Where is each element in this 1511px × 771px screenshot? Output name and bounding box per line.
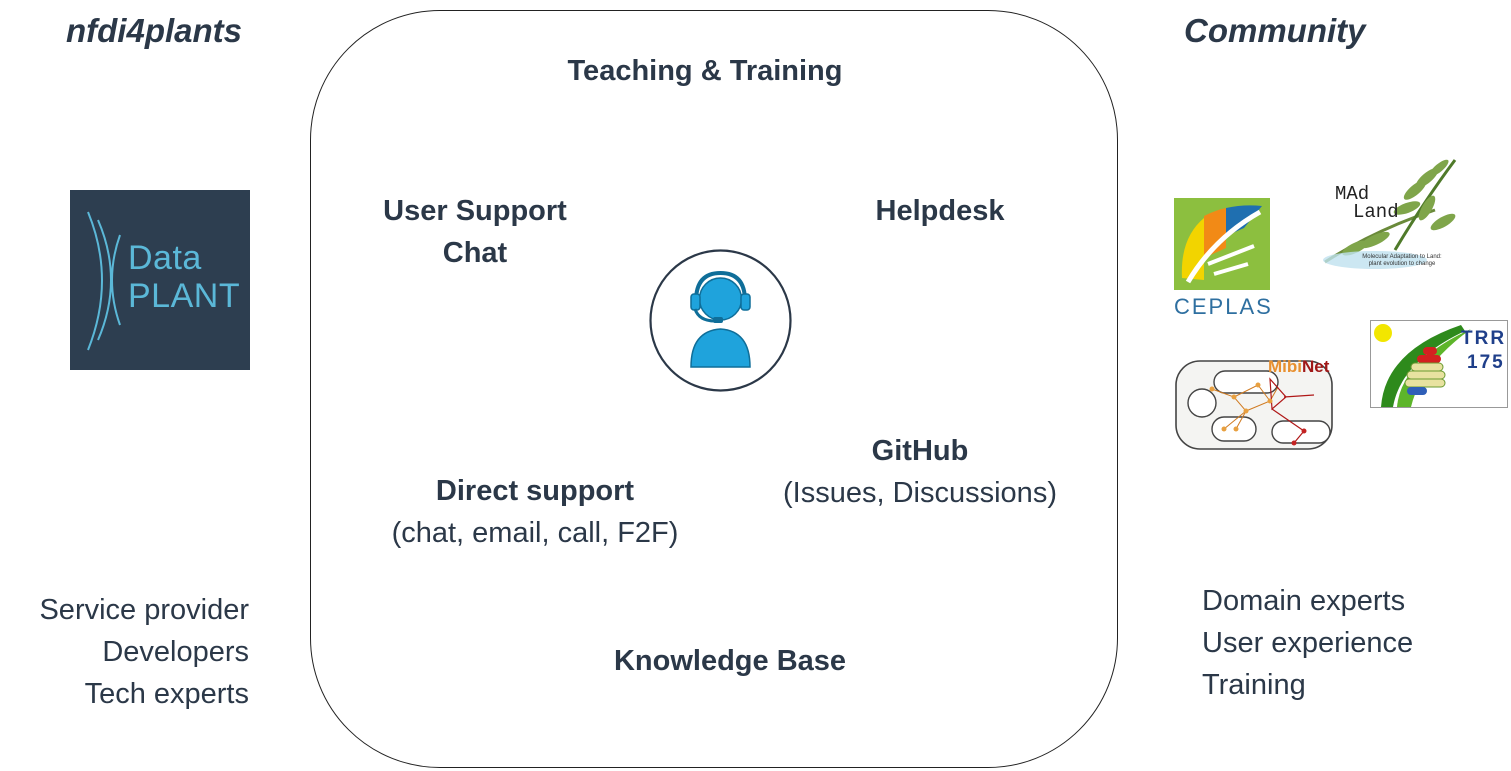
github-label: GitHub <box>871 435 969 467</box>
support-agent-icon <box>649 249 792 392</box>
user-support-chat-label: User Support Chat <box>330 190 620 274</box>
direct-support-sublabel: (chat, email, call, F2F) <box>391 517 679 549</box>
mibinet-logo: MibiNet <box>1174 357 1336 453</box>
madland-fern-icon <box>1323 159 1457 269</box>
ceplas-logo: CEPLAS <box>1172 198 1272 323</box>
support-channels-box <box>310 10 1118 768</box>
madland-line1: MAd <box>1335 183 1370 205</box>
mibinet-part1: Mibi <box>1268 357 1302 376</box>
helpdesk-label: Helpdesk <box>875 195 1005 227</box>
trr175-logo-text: TRR 175 <box>1461 327 1506 375</box>
right-column-title: Community <box>1184 12 1366 49</box>
ceplas-logo-text: CEPLAS <box>1174 294 1273 319</box>
github-sublabel: (Issues, Discussions) <box>783 477 1057 509</box>
trr175-plant-icon <box>1374 324 1471 407</box>
dataplant-arcs-icon <box>87 211 121 351</box>
left-roles-list: Service provider Developers Tech experts <box>39 589 249 715</box>
trr175-logo: TRR 175 <box>1370 320 1508 408</box>
trr175-line2: 175 <box>1467 352 1505 373</box>
madland-logo: MAd Land Molecular Adaptation to Land: p… <box>1315 150 1465 280</box>
teaching-training-label: Teaching & Training <box>567 55 843 87</box>
left-column-title: nfdi4plants <box>66 12 243 49</box>
madland-logo-title: MAd Land <box>1335 183 1399 223</box>
trr175-line1: TRR <box>1461 328 1507 349</box>
left-role: Tech experts <box>84 678 249 710</box>
right-role: User experience <box>1202 627 1414 659</box>
mibinet-network-icon <box>1175 360 1333 450</box>
madland-line2: Land <box>1353 201 1399 223</box>
right-role: Domain experts <box>1202 585 1406 617</box>
dataplant-logo: Data PLANT <box>70 190 250 370</box>
left-role: Developers <box>102 636 249 668</box>
knowledge-base-label: Knowledge Base <box>613 645 847 677</box>
dataplant-logo-line2: PLANT <box>128 277 241 315</box>
madland-caption: Molecular Adaptation to Land: plant evol… <box>1347 254 1457 268</box>
mibinet-logo-text: MibiNet <box>1268 357 1329 377</box>
dataplant-logo-line1: Data <box>128 239 202 277</box>
right-role: Training <box>1202 669 1306 701</box>
mibinet-part2: Net <box>1302 357 1330 376</box>
madland-caption1: Molecular Adaptation to Land: <box>1362 254 1442 260</box>
ceplas-leaf-icon <box>1174 198 1270 290</box>
left-role: Service provider <box>39 594 249 626</box>
right-roles-list: Domain experts User experience Training <box>1202 580 1413 706</box>
direct-support-label: Direct support <box>435 475 635 507</box>
madland-caption2: plant evolution to change <box>1368 261 1436 267</box>
user-support-line2: Chat <box>442 237 508 269</box>
user-support-line1: User Support <box>383 195 567 227</box>
